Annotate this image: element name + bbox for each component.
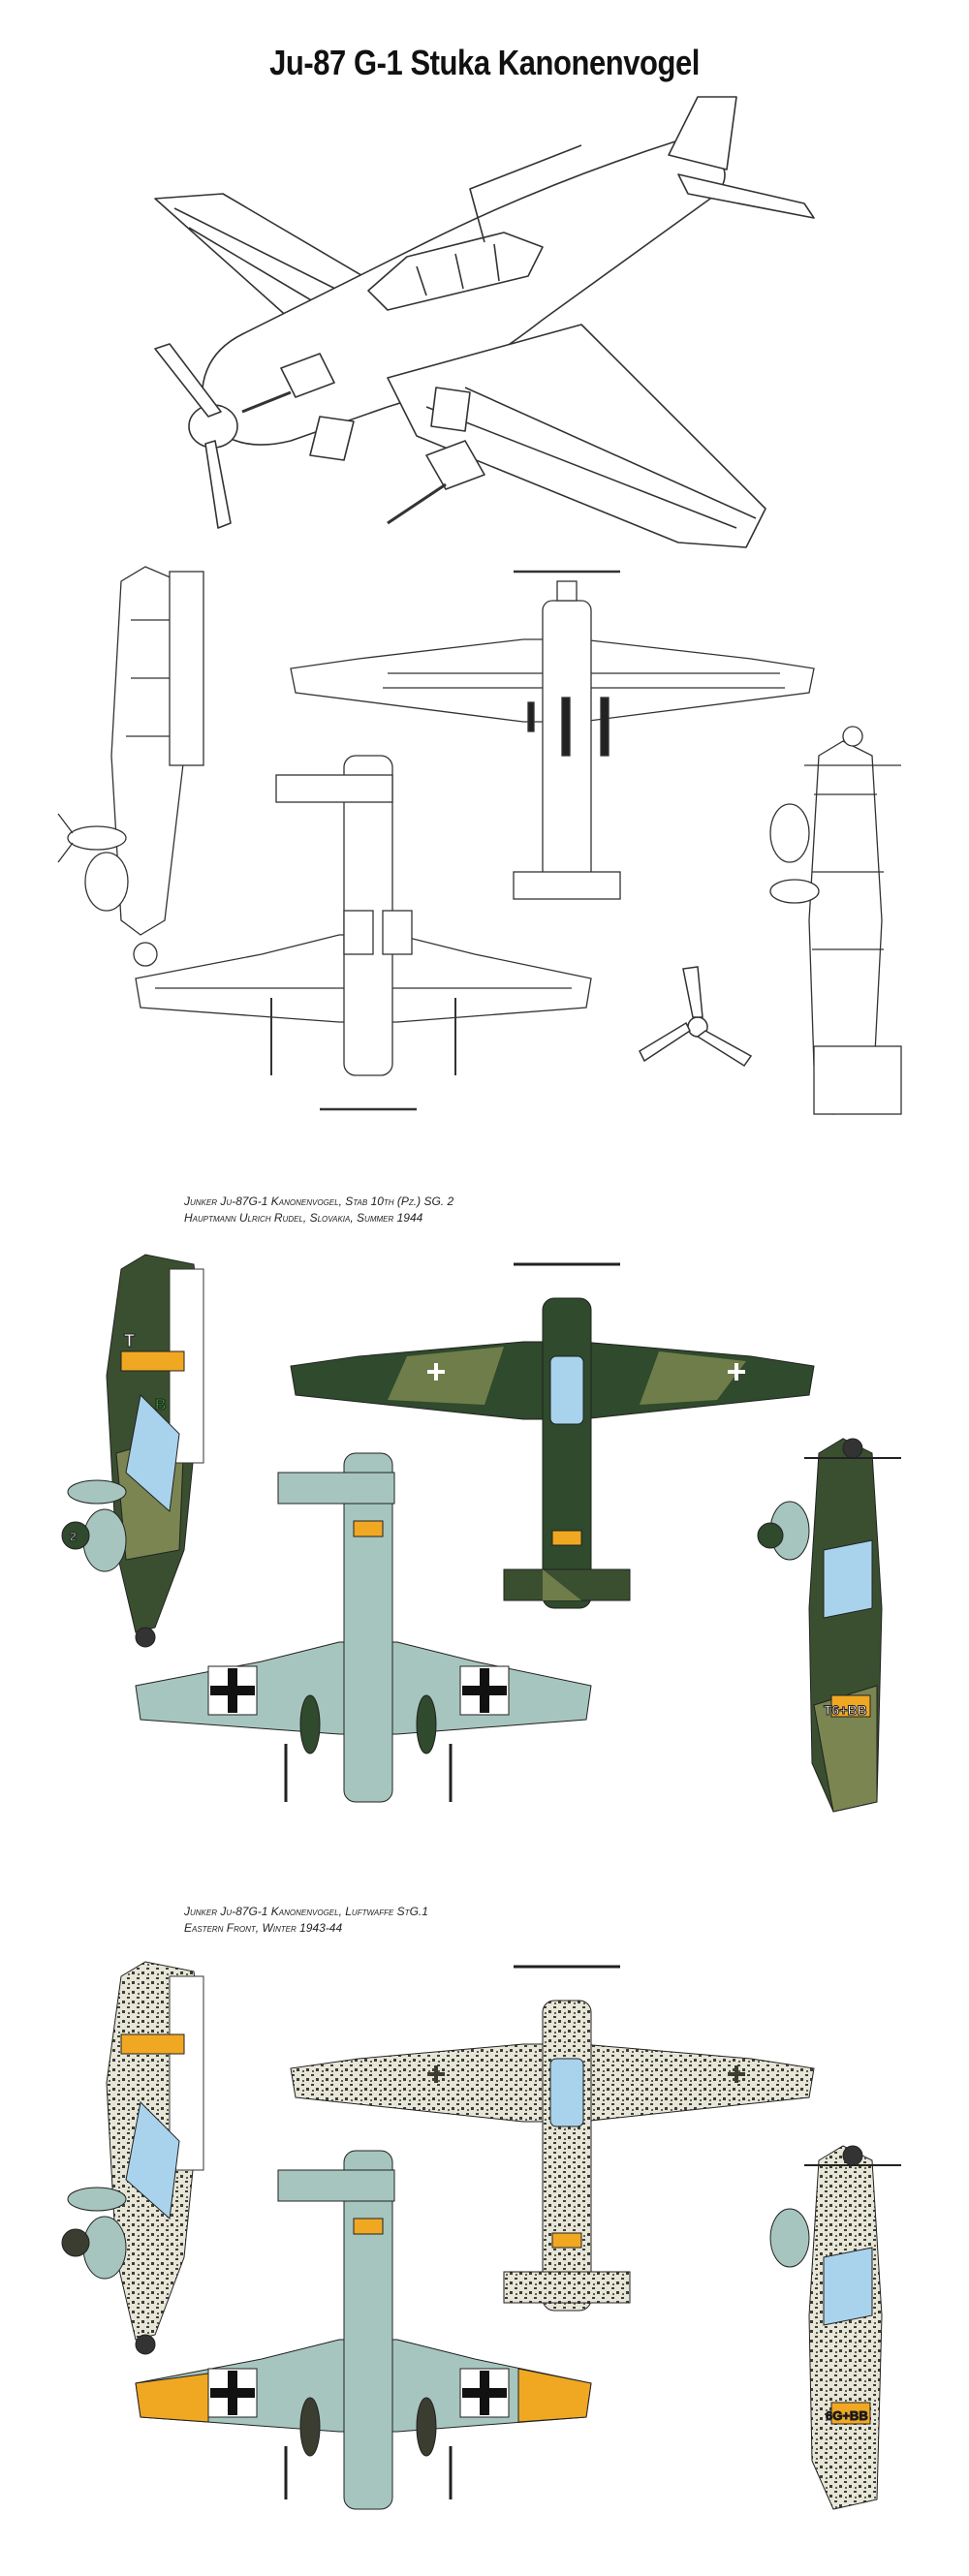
scheme-1-caption-line1: Junker Ju-87G-1 Kanonenvogel, Stab 10th … <box>184 1195 454 1208</box>
scheme-1-bottom-crosses <box>207 1665 510 1716</box>
scheme-2-top-crosses <box>427 2065 745 2083</box>
scheme-1-top-view <box>290 1262 815 1609</box>
scheme-1-caption-line2: Hauptmann Ulrich Rudel, Slovakia, Summer… <box>184 1211 423 1225</box>
scheme-1-side-view-right: T6+BB <box>757 1438 901 1813</box>
scheme-2-side-view-right: 6G+BB <box>769 2145 901 2510</box>
scheme-2-side-code: 6G+BB <box>826 2408 868 2423</box>
scheme-1-code-left: T <box>124 1331 135 1350</box>
scheme-2-caption: Junker Ju-87G-1 Kanonenvogel, Luftwaffe … <box>184 1904 428 1937</box>
line-side-view-right <box>769 726 902 1115</box>
poster-title: Ju-87 G-1 Stuka Kanonenvogel <box>269 43 700 82</box>
line-side-view-left <box>57 566 204 967</box>
propeller-detail <box>639 966 753 1068</box>
perspective-line-drawing <box>154 96 815 548</box>
scheme-2-bottom-view <box>135 2150 592 2510</box>
scheme-2-caption-line2: Eastern Front, Winter 1943-44 <box>184 1921 343 1935</box>
scheme-1-caption: Junker Ju-87G-1 Kanonenvogel, Stab 10th … <box>184 1194 453 1226</box>
line-top-view <box>290 570 815 900</box>
scheme-2-side-view-left <box>61 1961 204 2355</box>
scheme-1-code-letter: B <box>155 1397 167 1413</box>
scheme-1-side-view-left: 2 T B <box>61 1254 204 1648</box>
line-bottom-view <box>135 755 592 1111</box>
scheme-1-top-crosses <box>427 1363 745 1381</box>
scheme-1-side-code: T6+BB <box>824 1702 867 1718</box>
scheme-1-nose-number-left: 2 <box>70 1530 77 1543</box>
scheme-2-caption-line1: Junker Ju-87G-1 Kanonenvogel, Luftwaffe … <box>184 1905 428 1918</box>
scheme-1-bottom-view <box>135 1452 592 1803</box>
scheme-2-bottom-crosses <box>207 2368 510 2418</box>
scheme-2-top-view <box>290 1965 815 2312</box>
